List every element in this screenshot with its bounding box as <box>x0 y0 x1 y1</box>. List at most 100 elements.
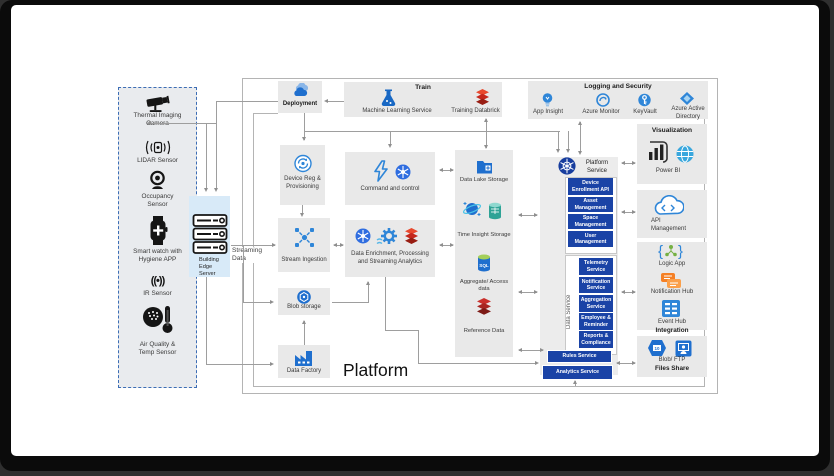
platform-outer-box <box>242 78 718 394</box>
data-enrichment-label: Data Enrichment, Processing and Streamin… <box>351 251 429 265</box>
node-deployment: Deployment <box>278 81 322 113</box>
blob-storage-icon <box>297 290 311 304</box>
arrowhead <box>577 150 582 155</box>
connector-line <box>440 245 453 246</box>
connector-line <box>147 123 217 124</box>
connector-line <box>622 292 635 293</box>
arrowhead <box>203 187 208 192</box>
time-insight-icon <box>487 202 503 220</box>
lidar-sensor-icon <box>119 140 196 155</box>
sensor-label: IR Sensor <box>143 290 172 297</box>
kubernetes-icon <box>355 228 371 244</box>
device-reg-label: Device Reg & Provisioning <box>284 176 321 190</box>
connector-line <box>332 302 369 303</box>
connector-line <box>558 131 559 151</box>
arrowhead <box>483 118 488 122</box>
arrowhead <box>533 212 538 217</box>
integration-title: Integration <box>655 327 689 334</box>
keyvault-label: KeyVault <box>633 109 657 115</box>
platform-service-panel: Platform Service Device Enrollment API A… <box>540 157 618 380</box>
data-factory-icon <box>294 349 314 367</box>
connector-line <box>334 245 343 246</box>
connector-line <box>243 302 272 303</box>
data-service-label: Data Service <box>566 294 572 330</box>
blob-ftp-label: Blob/ FTP <box>658 357 686 363</box>
edge-server-label: Building Edge Server <box>199 257 219 277</box>
blob-storage-label: Blob storage <box>287 304 321 310</box>
deployment-label: Deployment <box>282 101 318 107</box>
train-title: Train <box>415 84 431 91</box>
keyvault-icon <box>638 93 651 107</box>
arrowhead <box>147 120 151 125</box>
training-databrick-label: Training Databrick <box>451 108 500 114</box>
analytics-service-button: Analytics Service <box>542 365 613 380</box>
connector-line <box>486 119 487 148</box>
smart-watch-icon <box>119 216 196 245</box>
arrowhead <box>565 148 570 153</box>
sensor-label: Smart watch with Hygiene APP <box>133 248 182 263</box>
telemetry-service-button: Telemetry Service <box>579 258 613 275</box>
stream-ingestion-icon <box>294 227 315 248</box>
thermal-camera-icon <box>119 93 196 115</box>
azure-ad-icon <box>680 92 694 105</box>
arrowhead <box>539 347 544 352</box>
arrowhead <box>518 347 522 352</box>
api-cloud-icon <box>652 195 684 218</box>
svg-text:{: { <box>658 243 663 260</box>
sensor-label: Thermal Imaging Camera <box>133 112 182 127</box>
databricks-icon <box>476 298 492 315</box>
sensor-label: Air Quality & Temp Sensor <box>138 341 177 356</box>
blob-ftp-icon: 10 <box>647 339 667 357</box>
arrowhead <box>339 242 344 247</box>
machine-learning-label: Machine Learning Service <box>362 108 432 114</box>
globe-icon <box>676 145 694 163</box>
databricks-icon <box>404 228 419 245</box>
power-bi-icon <box>646 141 668 163</box>
connector-line <box>206 364 272 365</box>
node-command-control: Command and control <box>345 152 435 205</box>
data-factory-label: Data Factory <box>286 368 322 374</box>
connector-line <box>304 131 560 132</box>
node-device-reg: Device Reg & Provisioning <box>280 145 325 205</box>
edge-server-box: Building Edge Server <box>189 196 230 277</box>
node-integration-column: {} Logic App Notification Hub Event Hub … <box>637 242 707 334</box>
rules-service-button: Rules Service <box>547 350 612 363</box>
node-visualization: Visualization Power BI <box>637 124 707 184</box>
app-insight-label: App Insight <box>532 109 564 115</box>
arrowhead <box>631 209 636 214</box>
employee-reminder-button: Employee & Reminder <box>579 313 613 330</box>
node-logging-security: Logging and Security App Insight Azure M… <box>528 81 708 120</box>
app-insight-icon <box>542 93 553 107</box>
visualization-title: Visualization <box>651 127 693 134</box>
arrowhead <box>299 212 304 217</box>
connector-line <box>440 170 453 171</box>
user-management-button: User Management <box>568 231 613 247</box>
connector-line <box>216 101 278 102</box>
platform-service-icon <box>558 157 576 175</box>
aggregate-access-label: Aggregate/ Access data <box>459 279 509 293</box>
node-files-share: 10 Blob/ FTP Files Share <box>637 336 707 377</box>
connector-line <box>206 277 207 364</box>
node-data-factory: Data Factory <box>278 345 330 378</box>
machine-learning-icon <box>381 89 396 107</box>
arrowhead <box>269 299 274 304</box>
arrowhead <box>439 242 443 247</box>
command-control-label: Command and control <box>360 186 420 192</box>
stream-ingestion-label: Stream Ingestion <box>281 257 327 263</box>
connector-line <box>418 330 419 363</box>
arrowhead <box>533 289 538 294</box>
arrowhead <box>621 289 625 294</box>
azure-monitor-label: Azure Monitor <box>582 109 620 115</box>
event-hub-icon <box>661 299 681 318</box>
arrowhead <box>301 136 306 141</box>
connector-line <box>216 101 217 190</box>
connector-line <box>327 101 344 102</box>
connector-line <box>206 123 207 190</box>
streaming-data-label: Streaming Data <box>232 247 276 264</box>
api-management-label: API Management <box>651 218 687 232</box>
power-bi-label: Power BI <box>655 168 681 174</box>
node-data-lake-column: Data Lake Storage Time Insight Storage S… <box>455 150 513 357</box>
connector-line <box>243 246 244 302</box>
